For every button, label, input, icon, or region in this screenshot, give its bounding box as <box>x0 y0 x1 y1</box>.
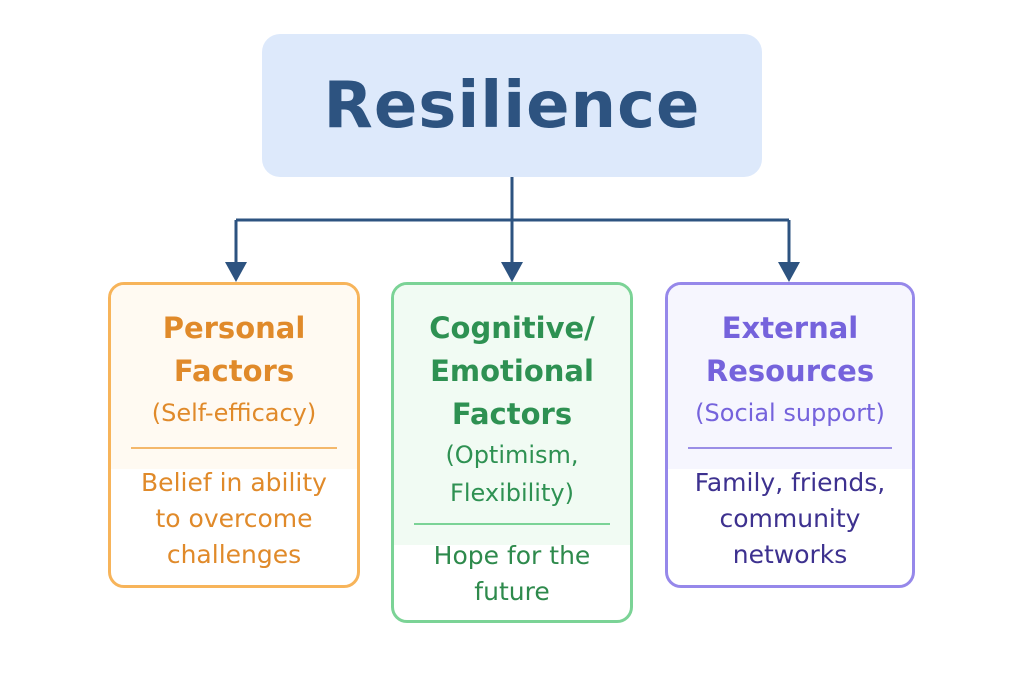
body-line: future <box>474 577 550 606</box>
root-title: Resilience <box>323 68 701 143</box>
card-description: Hope for the future <box>394 538 630 610</box>
arrowhead-external <box>778 262 800 282</box>
arrowhead-personal <box>225 262 247 282</box>
body-line: community <box>719 504 861 533</box>
card-description: Family, friends, community networks <box>668 465 912 573</box>
heading-line: Factors <box>451 397 573 431</box>
card-subtitle: (Self-efficacy) <box>151 399 317 427</box>
sub-line: Flexibility) <box>450 479 574 507</box>
heading-line: External <box>721 311 859 345</box>
body-line: networks <box>732 540 848 569</box>
arrowhead-cognitive <box>501 262 523 282</box>
body-line: Family, friends, <box>694 468 886 497</box>
body-line: Hope for the <box>433 541 591 570</box>
divider <box>688 447 892 449</box>
heading-line: Resources <box>705 354 875 388</box>
divider <box>131 447 337 449</box>
card-subtitle: (Social support) <box>695 399 885 427</box>
root-node-resilience: Resilience <box>262 34 762 177</box>
heading-line: Cognitive/ <box>429 311 595 345</box>
body-line: Belief in ability <box>141 468 327 497</box>
heading-line: Factors <box>173 354 295 388</box>
body-line: challenges <box>166 540 302 569</box>
sub-line: (Optimism, <box>445 441 579 469</box>
card-description: Belief in ability to overcome challenges <box>111 465 357 573</box>
body-line: to overcome <box>155 504 313 533</box>
heading-line: Personal <box>162 311 306 345</box>
divider <box>414 523 610 525</box>
heading-line: Emotional <box>430 354 594 388</box>
card-subtitle: (Optimism, Flexibility) <box>445 436 578 512</box>
